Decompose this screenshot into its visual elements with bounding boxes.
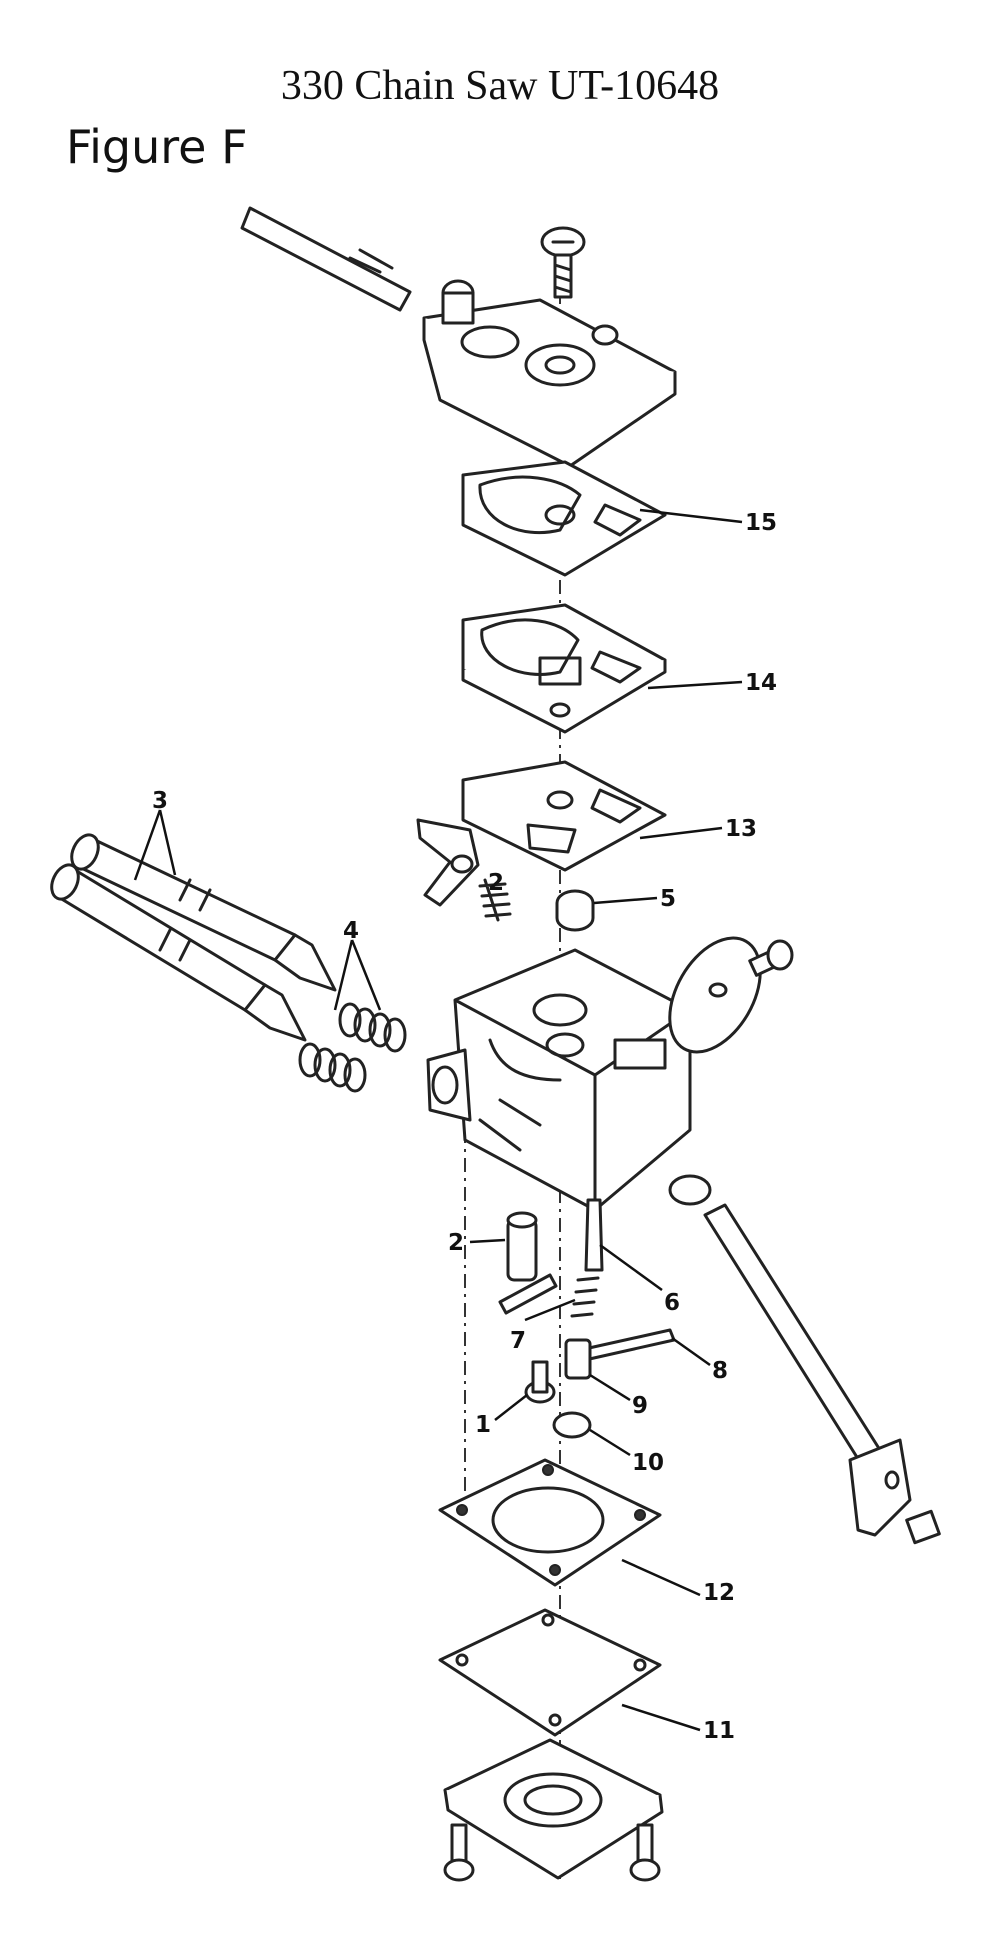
callout-14: 14 (745, 670, 777, 696)
callout-3: 3 (152, 788, 168, 814)
callout-7: 7 (510, 1328, 526, 1354)
callout-8: 8 (712, 1358, 728, 1384)
document-title: 330 Chain Saw UT-10648 (280, 63, 720, 109)
callout-2-upper: 2 (488, 870, 504, 896)
part-10-disc (552, 1411, 592, 1439)
throttle-shaft (668, 1174, 941, 1545)
callout-2: 2 (448, 1230, 464, 1256)
cover-screw-right (629, 1823, 661, 1882)
part-13-diaphragm (461, 760, 667, 872)
callout-13: 13 (725, 816, 757, 842)
figure-label: Figure F (66, 120, 248, 174)
choke-plate (668, 936, 794, 1054)
part-8-9-inlet-lever (564, 1328, 676, 1380)
throttle-lever-spring (416, 818, 512, 922)
callout-6: 6 (664, 1290, 680, 1316)
pump-cover (443, 1738, 664, 1882)
part-15-gasket (461, 460, 667, 577)
part-14-metering-plate (461, 603, 667, 734)
callout-10: 10 (632, 1450, 664, 1476)
part-3-adjusting-needles (50, 833, 337, 1042)
callout-9: 9 (632, 1393, 648, 1419)
callout-15: 15 (745, 510, 777, 536)
carburetor-body (426, 948, 692, 1212)
part-4-springs (298, 1002, 407, 1093)
callout-12: 12 (703, 1580, 735, 1606)
part-12-gasket (438, 1458, 662, 1587)
part-11-diaphragm (438, 1608, 662, 1737)
part-2-plug (498, 1211, 558, 1315)
cover-screw-left (443, 1823, 475, 1882)
part-1-screw (524, 1360, 556, 1404)
part-5-cap (555, 889, 595, 932)
callout-1: 1 (475, 1412, 491, 1438)
top-screw (540, 226, 586, 299)
part-6-7-needle-spring (570, 1198, 604, 1318)
leader-lines (133, 508, 743, 1732)
callout-11: 11 (703, 1718, 735, 1744)
callout-4: 4 (343, 918, 359, 944)
carburetor-cover (240, 206, 677, 468)
callout-5: 5 (660, 886, 676, 912)
